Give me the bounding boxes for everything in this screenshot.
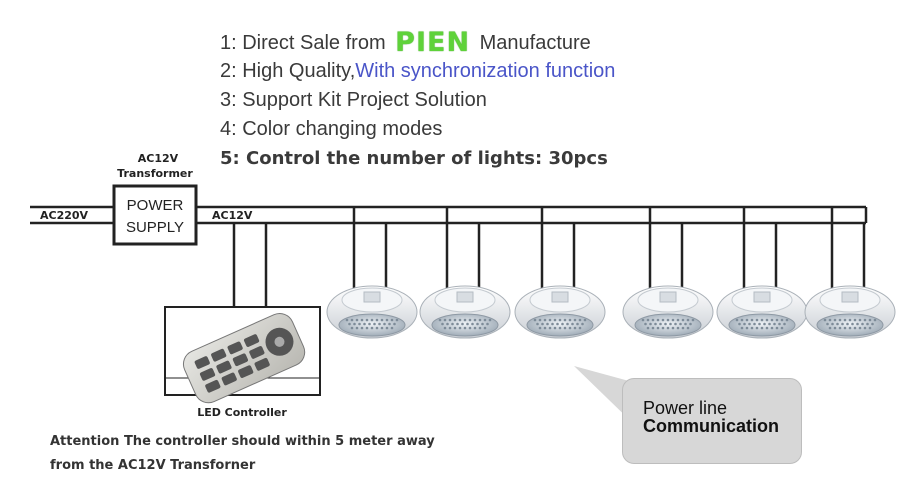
pool-light-6 (804, 207, 896, 339)
transformer-label-1: AC12V (138, 152, 179, 165)
feature-4: 4: Color changing modes (220, 118, 443, 140)
pool-light-4 (622, 207, 714, 339)
pool-light-5 (716, 207, 808, 339)
callout-line-1: Power line (643, 398, 728, 418)
mains-label: AC220V (40, 209, 89, 222)
transformer-label-2: Transformer (117, 167, 193, 180)
feature-2: 2: High Quality,With synchronization fun… (220, 57, 615, 86)
pool-light-2 (419, 207, 511, 339)
power-line-callout: Power line Communication (622, 378, 802, 464)
mains-wires (30, 205, 114, 225)
feature-1: 1: Direct Sale from PIEN Manufacture (220, 28, 615, 57)
remote-control-icon (182, 312, 306, 404)
feature-1-suffix: Manufacture (479, 32, 591, 54)
feature-5: 5: Control the number of lights: 30pcs (220, 148, 608, 169)
power-supply-line1: POWER (127, 197, 184, 214)
controller-wires (232, 223, 268, 307)
pool-light-3 (514, 207, 606, 339)
feature-2-prefix: 2: High Quality, (220, 60, 356, 82)
power-supply-line2: SUPPLY (126, 219, 184, 236)
pool-light-1 (326, 207, 418, 339)
feature-2-accent: With synchronization function (355, 60, 616, 82)
feature-3: 3: Support Kit Project Solution (220, 89, 487, 111)
attention-line-2: from the AC12V Transforner (50, 458, 256, 473)
output-label: AC12V (212, 209, 253, 222)
feature-list: 1: Direct Sale from PIEN Manufacture 2: … (220, 28, 615, 173)
callout-text: Power line Communication (643, 399, 779, 435)
brand-logo: PIEN (395, 27, 471, 58)
feature-1-prefix: 1: Direct Sale from (220, 32, 386, 54)
controller-label: LED Controller (197, 406, 287, 419)
attention-line-1: Attention The controller should within 5… (50, 434, 435, 449)
output-bus (196, 205, 868, 225)
pool-lights (326, 207, 896, 339)
callout-line-2: Communication (643, 416, 780, 436)
power-supply-box (112, 184, 198, 246)
